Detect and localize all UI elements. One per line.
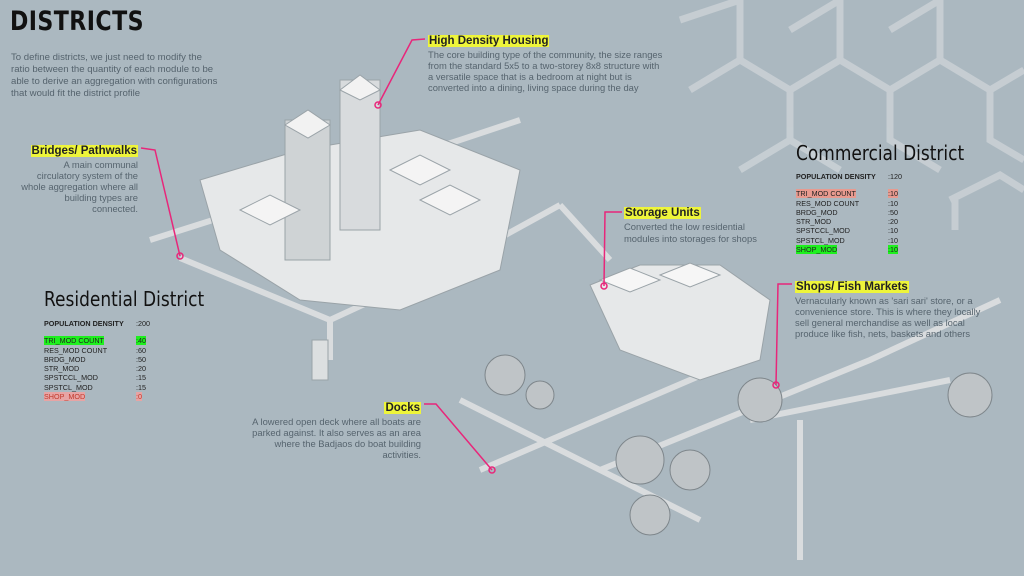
- callout-bridges: Bridges/ Pathwalks A main communal circu…: [20, 141, 138, 214]
- module-row: BRDG_MOD:50: [796, 207, 898, 217]
- residential-cluster: [199, 74, 521, 381]
- module-row: SPSTCCL_MOD:10: [796, 226, 898, 236]
- page-title: DISTRICTS: [10, 6, 144, 37]
- callout-text: The core building type of the community,…: [428, 49, 663, 93]
- district-title: Commercial District: [796, 141, 965, 165]
- population-value: :120: [888, 172, 902, 181]
- commercial-district-panel: Commercial District POPULATION DENSITY :1…: [796, 141, 994, 255]
- module-row: SHOP_MOD:0: [44, 392, 142, 402]
- callout-text: A lowered open deck where all boats are …: [252, 416, 421, 460]
- callout-shops: Shops/ Fish Markets Vernacularly known a…: [795, 277, 985, 339]
- module-table: POPULATION DENSITY:200 TRI_MOD COUNT:40 …: [44, 319, 150, 402]
- callout-high-density-housing: High Density Housing The core building t…: [428, 31, 663, 93]
- module-row: TRI_MOD COUNT:40: [44, 336, 146, 346]
- module-row: BRDG_MOD:50: [44, 354, 146, 364]
- callout-title: Storage Units: [624, 207, 701, 219]
- callout-storage-units: Storage Units Converted the low resident…: [624, 203, 764, 245]
- callout-title: Shops/ Fish Markets: [795, 281, 909, 293]
- module-row: STR_MOD:20: [796, 217, 898, 227]
- intro-text: To define districts, we just need to mod…: [11, 52, 218, 99]
- callout-text: Vernacularly known as 'sari sari' store,…: [795, 295, 981, 339]
- module-row: TRI_MOD COUNT:10: [796, 189, 898, 199]
- module-row: SPSTCL_MOD:10: [796, 235, 898, 245]
- commercial-cluster: [589, 262, 771, 381]
- callout-title: Bridges/ Pathwalks: [30, 145, 138, 157]
- population-label: POPULATION DENSITY: [44, 319, 124, 328]
- residential-district-panel: Residential District POPULATION DENSITY:…: [44, 287, 232, 402]
- module-row: RES_MOD COUNT:60: [44, 345, 146, 355]
- module-row: SPSTCCL_MOD:15: [44, 373, 146, 383]
- module-row: SHOP_MOD:10: [796, 245, 898, 255]
- shop-modules: [484, 354, 993, 536]
- module-row: SPSTCL_MOD:15: [44, 382, 146, 392]
- district-title: Residential District: [44, 287, 205, 311]
- module-table: POPULATION DENSITY:120 TRI_MOD COUNT:10 …: [796, 172, 902, 255]
- hex-lattice-decoration: [678, 0, 1024, 230]
- leader-lines: [140, 38, 792, 474]
- module-row: STR_MOD:20: [44, 364, 146, 374]
- module-row: RES_MOD COUNT:10: [796, 198, 898, 208]
- population-label: POPULATION DENSITY: [796, 172, 876, 181]
- callout-title: Docks: [384, 402, 421, 414]
- callout-text: A main communal circulatory system of th…: [21, 159, 138, 214]
- callout-docks: Docks A lowered open deck where all boat…: [240, 398, 421, 460]
- callout-title: High Density Housing: [428, 35, 550, 47]
- population-value: :200: [136, 319, 150, 328]
- callout-text: Converted the low residential modules in…: [624, 221, 757, 244]
